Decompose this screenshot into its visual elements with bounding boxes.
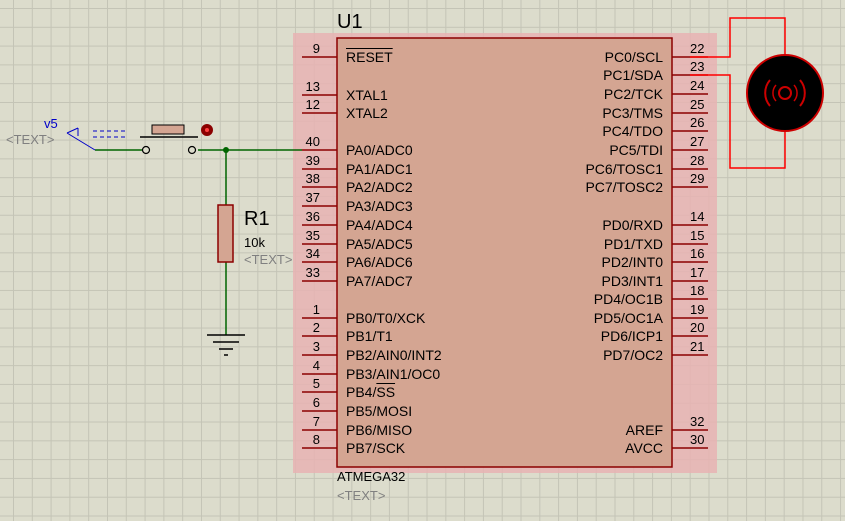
- pin-name: PB2/AIN0/INT2: [346, 347, 442, 363]
- pin-number: 34: [305, 246, 320, 261]
- pin-name: PC6/TOSC1: [585, 161, 663, 177]
- pin-number: 39: [305, 153, 320, 168]
- right-pin-lines: [672, 56, 708, 449]
- pin-name: PA1/ADC1: [346, 161, 413, 177]
- resistor-value-label: 10k: [244, 235, 265, 250]
- pin-name: PC5/TDI: [609, 142, 663, 158]
- pin-name: PB7/SCK: [346, 440, 406, 456]
- pin-number: 27: [690, 134, 705, 149]
- pin-number: 37: [305, 190, 320, 205]
- pin-number: 18: [690, 283, 705, 298]
- pin-name: AVCC: [625, 440, 663, 456]
- power-terminal-label: v5: [44, 116, 58, 131]
- pin-name: XTAL2: [346, 105, 388, 121]
- pin-number: 7: [312, 414, 320, 429]
- pin-name: PB3/AIN1/OC0: [346, 366, 441, 382]
- pin-name: PC0/SCL: [604, 49, 663, 65]
- pin-name: PD4/OC1B: [593, 291, 663, 307]
- pin-number: 20: [690, 320, 705, 335]
- pin-name: PD7/OC2: [603, 347, 663, 363]
- pin-number: 21: [690, 339, 705, 354]
- pin-number: 30: [690, 432, 705, 447]
- left-pin-lines: [302, 56, 337, 449]
- pin-number: 14: [690, 209, 705, 224]
- pin-number: 33: [305, 265, 320, 280]
- chip-body[interactable]: [336, 37, 673, 468]
- pin-number: 40: [305, 134, 320, 149]
- pin-name: PB1/T1: [346, 328, 393, 344]
- pin-name: PC1/SDA: [603, 67, 663, 83]
- resistor-text-placeholder: <TEXT>: [244, 252, 293, 267]
- terminal-icon[interactable]: [66, 127, 128, 151]
- ground-icon[interactable]: [207, 334, 245, 356]
- pin-number: 38: [305, 171, 320, 186]
- pin-name: PD2/INT0: [601, 254, 663, 270]
- pin-name: PB4/SS: [346, 384, 396, 400]
- pin-number: 6: [312, 395, 320, 410]
- wire-junction: [223, 147, 229, 153]
- pin-name: PC2/TCK: [603, 86, 663, 102]
- pin-name: PA6/ADC6: [346, 254, 413, 270]
- pin-number: 2: [312, 320, 320, 335]
- pin-name: XTAL1: [346, 87, 388, 103]
- pin-name: PB6/MISO: [346, 422, 413, 438]
- pin-name: PC4/TDO: [602, 123, 663, 139]
- chip-reference-label: U1: [337, 11, 363, 33]
- pin-name: PD6/ICP1: [600, 328, 663, 344]
- pin-number: 15: [690, 228, 705, 243]
- pin-number: 24: [690, 78, 705, 93]
- pin-name: PD0/RXD: [602, 217, 663, 233]
- pin-name: PA2/ADC2: [346, 179, 413, 195]
- pin-name: PB5/MOSI: [346, 403, 413, 419]
- pin-number: 23: [690, 59, 705, 74]
- pin-number: 16: [690, 246, 705, 261]
- pin-number: 1: [312, 302, 320, 317]
- motor-wires: [690, 17, 786, 169]
- pin-name: PC3/TMS: [602, 105, 663, 121]
- power-text-placeholder: <TEXT>: [6, 132, 55, 147]
- pin-name: PA0/ADC0: [346, 142, 413, 158]
- pushbutton-icon[interactable]: [140, 124, 213, 155]
- pin-name: PA3/ADC3: [346, 198, 413, 214]
- pin-number: 4: [312, 358, 320, 373]
- resistor-reference-label: R1: [244, 208, 270, 230]
- pin-name: RESET: [346, 49, 393, 65]
- dc-motor-icon[interactable]: [746, 54, 824, 132]
- pin-number: 9: [312, 41, 320, 56]
- pin-name: PA5/ADC5: [346, 236, 413, 252]
- pin-number: 19: [690, 302, 705, 317]
- pin-number: 36: [305, 209, 320, 224]
- pin-name: PD1/TXD: [603, 236, 663, 252]
- wires: [95, 149, 302, 335]
- pin-number: 26: [690, 115, 705, 130]
- chip-part-label: ATMEGA32: [337, 469, 406, 484]
- pin-number: 3: [312, 339, 320, 354]
- pin-number: 13: [305, 79, 320, 94]
- pin-number: 12: [305, 97, 320, 112]
- pin-name: AREF: [625, 422, 663, 438]
- pin-name: PD5/OC1A: [593, 310, 663, 326]
- pin-number: 35: [305, 228, 320, 243]
- pin-number: 22: [690, 41, 705, 56]
- pin-number: 5: [312, 376, 320, 391]
- pin-name: PD3/INT1: [601, 273, 663, 289]
- pin-number: 25: [690, 97, 705, 112]
- pin-name: PA4/ADC4: [346, 217, 413, 233]
- resistor-body[interactable]: [217, 204, 234, 263]
- pin-number: 28: [690, 153, 705, 168]
- pin-name: PA7/ADC7: [346, 273, 413, 289]
- pin-number: 29: [690, 171, 705, 186]
- pin-name: PB0/T0/XCK: [346, 310, 426, 326]
- pin-number: 17: [690, 265, 705, 280]
- pin-name: PC7/TOSC2: [585, 179, 663, 195]
- chip-text-placeholder: <TEXT>: [337, 488, 386, 503]
- pin-number: 8: [312, 432, 320, 447]
- pin-number: 32: [690, 414, 705, 429]
